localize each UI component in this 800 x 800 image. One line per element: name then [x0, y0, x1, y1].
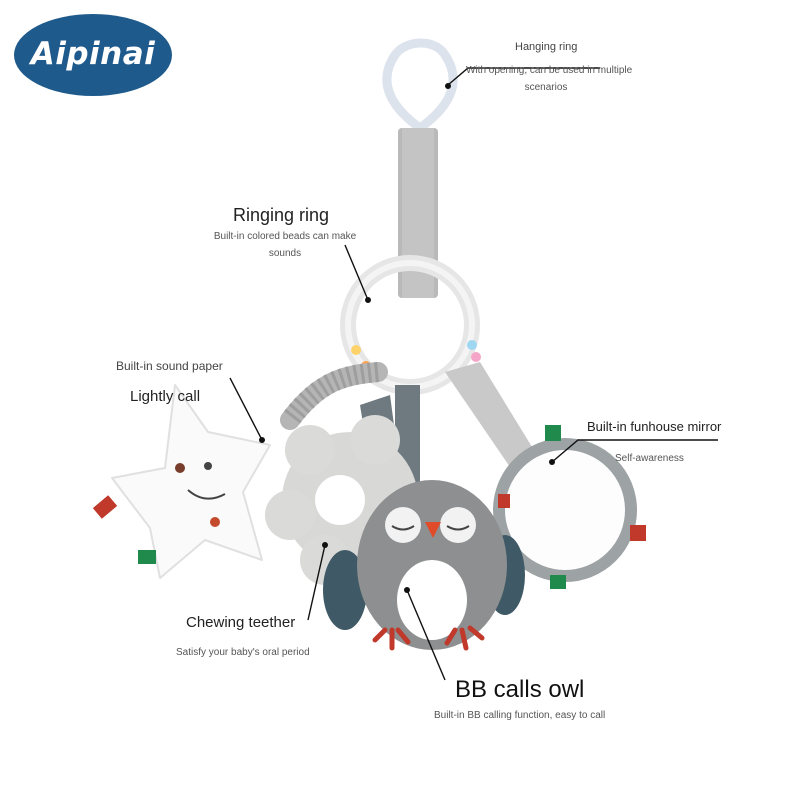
owl-desc: Built-in BB calling function, easy to ca… — [434, 710, 606, 721]
star-cheek — [210, 517, 220, 527]
mirror-tag — [630, 525, 646, 541]
ringing-ring-desc: Built-in colored beads can make sounds — [210, 228, 360, 262]
elastic-cord — [280, 362, 388, 430]
star-tag — [138, 550, 156, 564]
teether-title: Chewing teether — [186, 614, 296, 631]
star-mouth — [187, 489, 226, 500]
mirror-tag — [550, 575, 566, 589]
callout-lines — [229, 67, 718, 681]
star-eye — [204, 462, 212, 470]
owl-title: BB calls owl — [455, 676, 585, 703]
bead — [467, 340, 477, 350]
sound-paper-subtitle: Lightly call — [130, 388, 201, 405]
mirror-tag — [498, 494, 510, 508]
chewing-teether — [265, 415, 418, 585]
teether-desc: Satisfy your baby's oral period — [176, 647, 310, 658]
star-plush — [111, 384, 271, 579]
brand-logo-badge — [14, 14, 172, 96]
hanging-ring — [382, 38, 458, 134]
ringing-ring-title: Ringing ring — [233, 205, 330, 225]
sound-paper-title: Built-in sound paper — [116, 359, 223, 373]
callout-dots — [259, 83, 555, 593]
mirror-title: Built-in funhouse mirror — [587, 419, 722, 434]
mirror-tag — [545, 425, 561, 441]
ringing-ring-desc-line2: sounds — [268, 248, 302, 259]
hanging-ring-desc-line2: scenarios — [524, 82, 568, 93]
star-eye — [175, 463, 185, 473]
owl-plush — [323, 480, 525, 651]
hanging-ring-title: Hanging ring — [515, 41, 578, 53]
bead — [351, 345, 361, 355]
star-tag — [92, 495, 118, 519]
mirror-desc: Self-awareness — [615, 453, 684, 464]
ringing-ring-desc-line1: Built-in colored beads can make — [213, 231, 357, 242]
brand-logo-text: Aipinai — [30, 36, 156, 72]
hanging-ring-desc: With opening, can be used in multiple sc… — [466, 62, 633, 96]
bead — [471, 352, 481, 362]
hanging-ring-desc-line1: With opening, can be used in multiple — [466, 65, 633, 76]
mirror-strap — [445, 362, 540, 470]
